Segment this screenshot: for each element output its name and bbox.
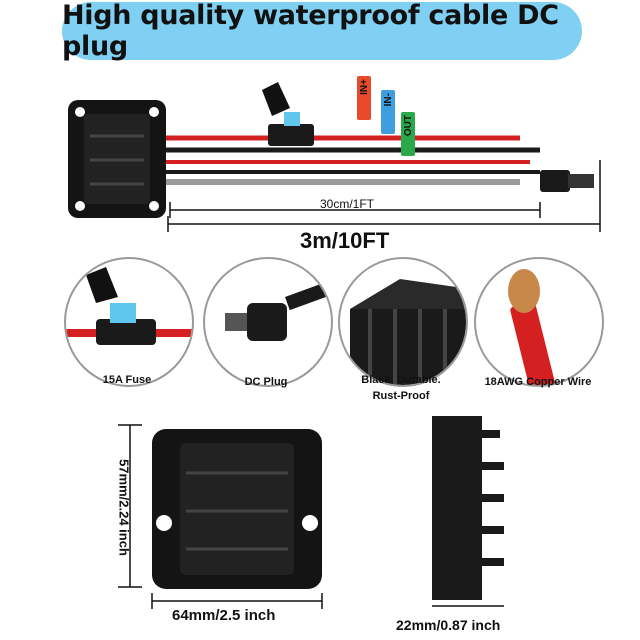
housing-label: Black. Durable. Rust-Proof [331, 372, 471, 404]
copper-wire-icon [508, 269, 556, 385]
housing-feature-circle [338, 257, 468, 387]
copper-wire-label: 18AWG Copper Wire [484, 376, 592, 388]
fuse-label: 15A Fuse [102, 374, 152, 386]
page-title: High quality waterproof cable DC plug [62, 0, 559, 62]
in-minus-label: IN- [382, 93, 394, 107]
module-front-view [118, 424, 323, 609]
short-cable-length: 30cm/1FT [320, 197, 375, 211]
out-label: OUT [402, 115, 414, 137]
fuse-feature-circle [64, 257, 194, 387]
long-cable-length: 3m/10FT [300, 228, 390, 253]
dc-plug-icon [225, 281, 331, 341]
depth-dimension: 22mm/0.87 inch [396, 617, 501, 633]
dc-plug-label: DC Plug [244, 376, 288, 388]
product-overview-illustration [68, 82, 601, 232]
housing-icon [350, 279, 466, 385]
in-minus-tag: IN- [381, 90, 395, 134]
fuse-icon [66, 267, 192, 345]
height-dimension: 57mm/2.24 inch [116, 459, 132, 556]
housing-label-line2: Rust-Proof [372, 390, 430, 402]
out-tag: OUT [401, 112, 415, 156]
title-banner: High quality waterproof cable DC plug [62, 0, 582, 62]
in-plus-label: IN+ [358, 79, 370, 95]
module-side-view [432, 416, 504, 607]
in-plus-tag: IN+ [357, 76, 371, 120]
copper-wire-feature-circle [474, 257, 604, 387]
dc-plug-feature-circle [203, 257, 333, 387]
width-dimension: 64mm/2.5 inch [172, 607, 276, 624]
housing-label-line1: Black. Durable. [361, 374, 441, 386]
